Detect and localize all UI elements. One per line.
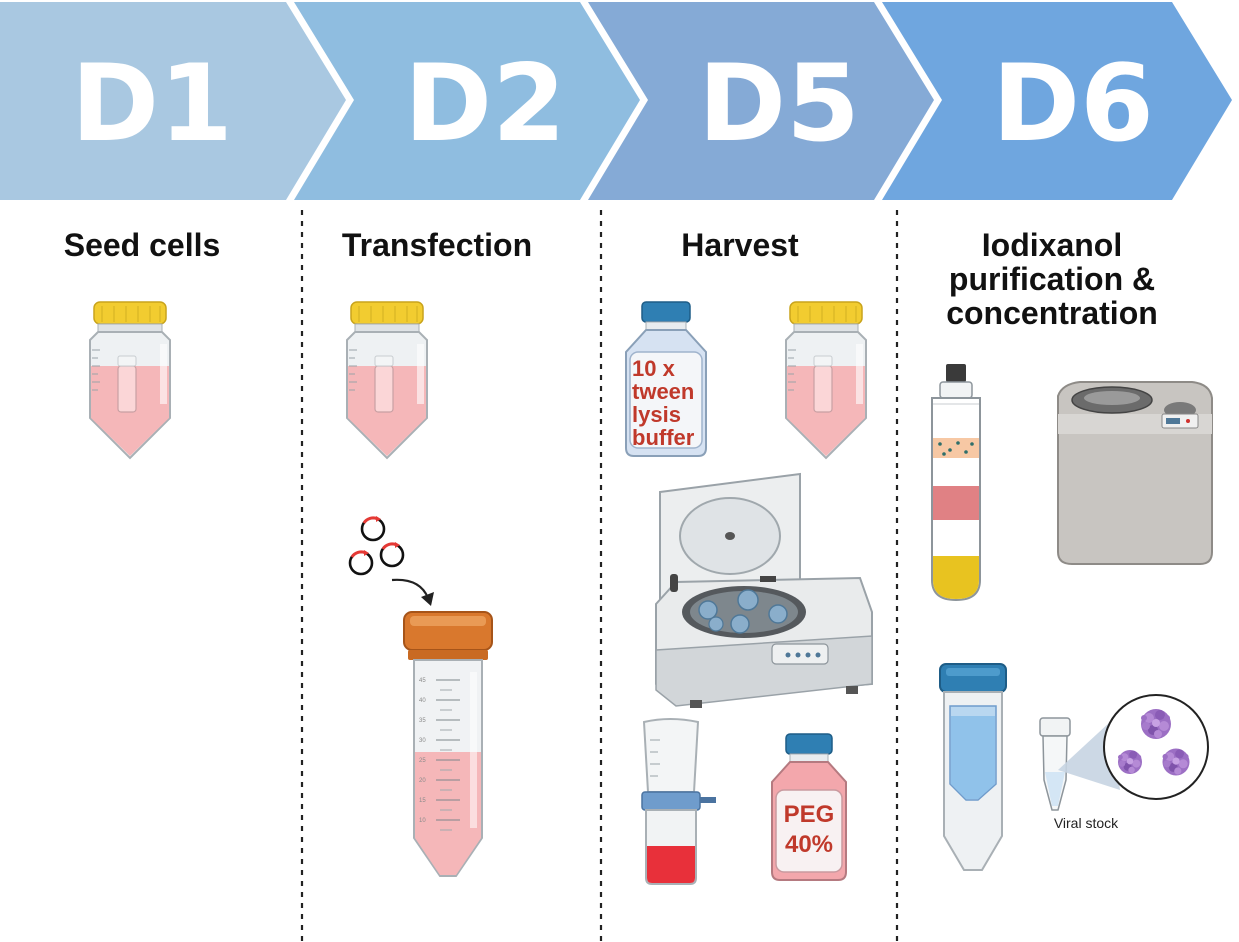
- lysis-buffer-bottle-icon: 10 x tween lysis buffer: [625, 301, 707, 457]
- virus-icon: [1118, 750, 1142, 774]
- day-label-d5: D5: [698, 42, 860, 165]
- step-title-harvest: Harvest: [681, 227, 799, 263]
- tube-graduation-label: 20: [419, 778, 426, 784]
- filter-unit-icon: [641, 718, 716, 885]
- viral-stock-tube-icon: [1039, 717, 1071, 811]
- tube-graduation-label: 35: [419, 718, 426, 724]
- arrow-head-icon: [421, 592, 434, 606]
- peg-bottle-icon: PEG 40%: [771, 733, 847, 881]
- tube-graduation-label: 30: [419, 738, 426, 744]
- step-title-purification-line-1: Iodixanol: [982, 227, 1122, 263]
- centrifuge-icon: [655, 472, 873, 708]
- day-chevron-d5: [588, 2, 934, 200]
- day-label-d6: D6: [992, 42, 1154, 165]
- tube-graduation-label: 40: [419, 698, 426, 704]
- day-chevron-d2: [294, 2, 640, 200]
- day-label-d2: D2: [404, 42, 566, 165]
- step-title-transfection: Transfection: [342, 227, 532, 263]
- virus-icon: [1141, 709, 1171, 739]
- concentrator-tube-icon: [939, 663, 1007, 871]
- day-chevron-d6: [882, 2, 1232, 200]
- ultracentrifuge-icon: [1057, 381, 1213, 565]
- arrow-icon: [391, 578, 430, 599]
- ultracentrifuge-tube-icon: [931, 364, 981, 602]
- lysis-buffer-label-line-1: 10 x: [632, 356, 676, 381]
- column-dividers: [300, 210, 899, 942]
- magnified-virus-circle: [1103, 694, 1209, 800]
- step-title-purification-line-3: concentration: [946, 295, 1158, 331]
- tube-graduation-label: 10: [419, 818, 426, 824]
- plasmid-icon: [360, 514, 386, 542]
- tube-graduation-label: 15: [419, 798, 426, 804]
- plasmid-icon: [379, 540, 405, 568]
- culture-flask-icon: [785, 301, 867, 459]
- lysis-buffer-label-line-2: tween: [632, 379, 694, 404]
- day-chevron-d1: [0, 2, 346, 200]
- peg-label-line-1: PEG: [784, 801, 835, 828]
- tube-graduations: 45 40 35 30 25 20 15 10: [419, 678, 460, 831]
- plasmid-icon-group: [348, 514, 405, 576]
- tube-graduation-label: 45: [419, 678, 426, 684]
- culture-flask-icon: [89, 301, 171, 459]
- conical-tube-icon: 45 40 35 30 25 20 15 10: [403, 611, 493, 877]
- plasmid-icon: [348, 548, 374, 576]
- viral-stock-label: Viral stock: [1054, 815, 1119, 831]
- day-label-d1: D1: [71, 42, 233, 165]
- step-title-seed-cells: Seed cells: [64, 227, 221, 263]
- timeline: D1 D2 D5 D6: [0, 2, 1232, 200]
- virus-icon: [1162, 748, 1190, 776]
- step-title-purification-line-2: purification &: [949, 261, 1155, 297]
- lysis-buffer-label-line-3: lysis: [632, 402, 681, 427]
- step-titles: Seed cells Transfection Harvest Iodixano…: [64, 227, 1158, 331]
- culture-flask-icon: [346, 301, 428, 459]
- tube-graduation-label: 25: [419, 758, 426, 764]
- lysis-buffer-label-line-4: buffer: [632, 425, 695, 450]
- peg-label-line-2: 40%: [785, 831, 833, 858]
